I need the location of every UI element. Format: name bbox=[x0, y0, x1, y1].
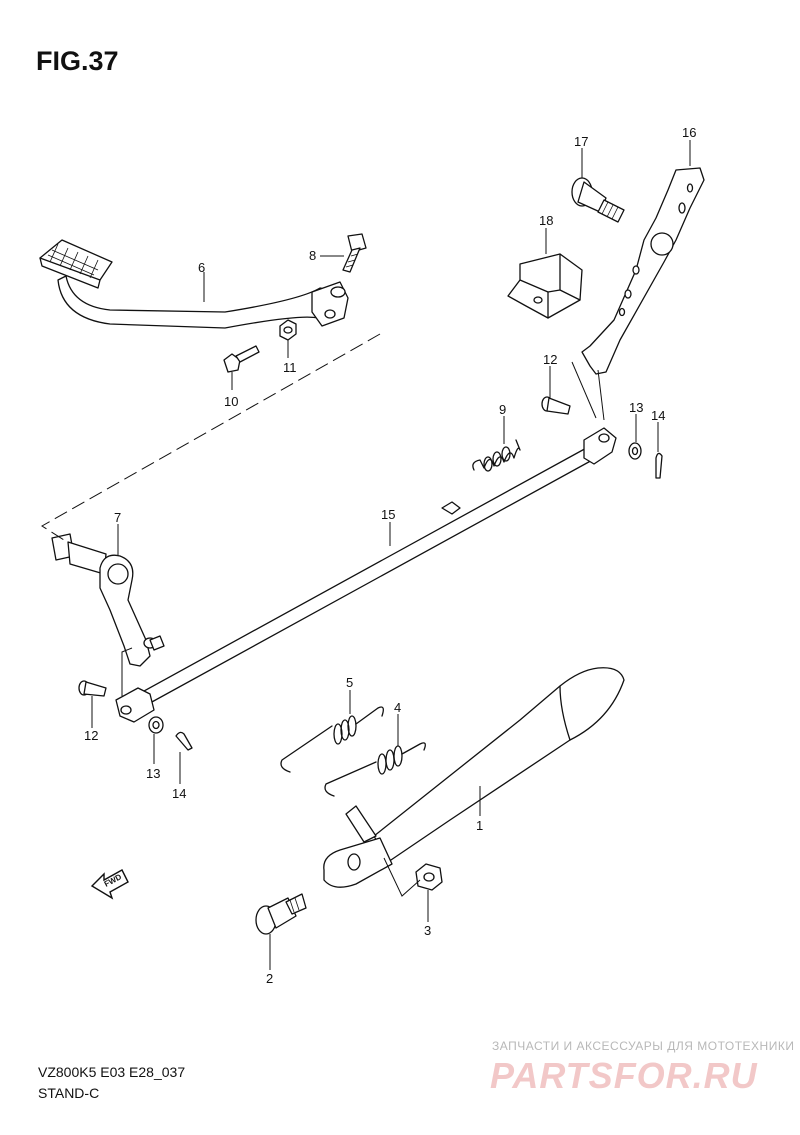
callout-1: 1 bbox=[476, 818, 483, 833]
callout-13-top: 13 bbox=[629, 400, 643, 415]
part-10-bolt[interactable] bbox=[223, 345, 260, 373]
part-1-side-stand[interactable] bbox=[323, 667, 625, 888]
callout-7: 7 bbox=[114, 510, 121, 525]
callout-2: 2 bbox=[266, 971, 273, 986]
callout-3: 3 bbox=[424, 923, 431, 938]
callout-17: 17 bbox=[574, 134, 588, 149]
part-3-nut[interactable] bbox=[415, 863, 443, 891]
part-11-nut[interactable] bbox=[279, 319, 297, 341]
fwd-arrow-icon: FWD bbox=[90, 869, 129, 900]
part-12-clevis-pin-top[interactable] bbox=[541, 396, 571, 415]
callout-12-top: 12 bbox=[543, 352, 557, 367]
part-13-washer-bottom[interactable] bbox=[148, 716, 164, 734]
part-7-brake-arm[interactable] bbox=[51, 533, 165, 667]
callout-6: 6 bbox=[198, 260, 205, 275]
part-16-stand-arm[interactable] bbox=[581, 167, 705, 375]
callout-8: 8 bbox=[309, 248, 316, 263]
callout-13-bottom: 13 bbox=[146, 766, 160, 781]
part-2-pivot-bolt[interactable] bbox=[255, 893, 307, 935]
callout-11: 11 bbox=[283, 360, 297, 375]
part-6-brake-pedal[interactable] bbox=[39, 239, 349, 329]
figure-title: FIG.37 bbox=[36, 46, 119, 76]
callout-15: 15 bbox=[381, 507, 395, 522]
callout-9: 9 bbox=[499, 402, 506, 417]
callout-4: 4 bbox=[394, 700, 401, 715]
part-13-washer-top[interactable] bbox=[628, 442, 642, 460]
watermark-brand: PARTSFOR.RU bbox=[490, 1055, 758, 1096]
part-17-shoulder-bolt[interactable] bbox=[571, 177, 625, 223]
watermark-tagline: ЗАПЧАСТИ И АКСЕССУАРЫ ДЛЯ МОТОТЕХНИКИ bbox=[492, 1039, 795, 1053]
callout-10: 10 bbox=[224, 394, 238, 409]
part-18-cover[interactable] bbox=[507, 253, 583, 319]
callout-18: 18 bbox=[539, 213, 553, 228]
callout-12-bottom: 12 bbox=[84, 728, 98, 743]
section-name: STAND-C bbox=[38, 1085, 100, 1101]
part-15-brake-rod[interactable] bbox=[115, 427, 617, 723]
callout-14-bottom: 14 bbox=[172, 786, 186, 801]
callout-5: 5 bbox=[346, 675, 353, 690]
assembly-guide-lines bbox=[41, 333, 605, 897]
callout-14-top: 14 bbox=[651, 408, 665, 423]
part-12-clevis-pin-bottom[interactable] bbox=[78, 680, 107, 697]
model-code: VZ800K5 E03 E28_037 bbox=[38, 1064, 186, 1080]
part-14-cotter-pin-bottom[interactable] bbox=[175, 731, 193, 751]
part-14-cotter-pin-top[interactable] bbox=[655, 452, 663, 479]
part-8-bolt[interactable] bbox=[342, 233, 367, 273]
leader-lines bbox=[91, 140, 691, 970]
part-5-spring[interactable] bbox=[280, 706, 384, 773]
part-9-spring[interactable] bbox=[472, 439, 521, 472]
callout-labels: 1 2 3 4 5 6 7 8 9 10 11 12 13 14 15 16 1… bbox=[84, 125, 696, 986]
callout-16: 16 bbox=[682, 125, 696, 140]
part-4-spring[interactable] bbox=[324, 742, 426, 797]
